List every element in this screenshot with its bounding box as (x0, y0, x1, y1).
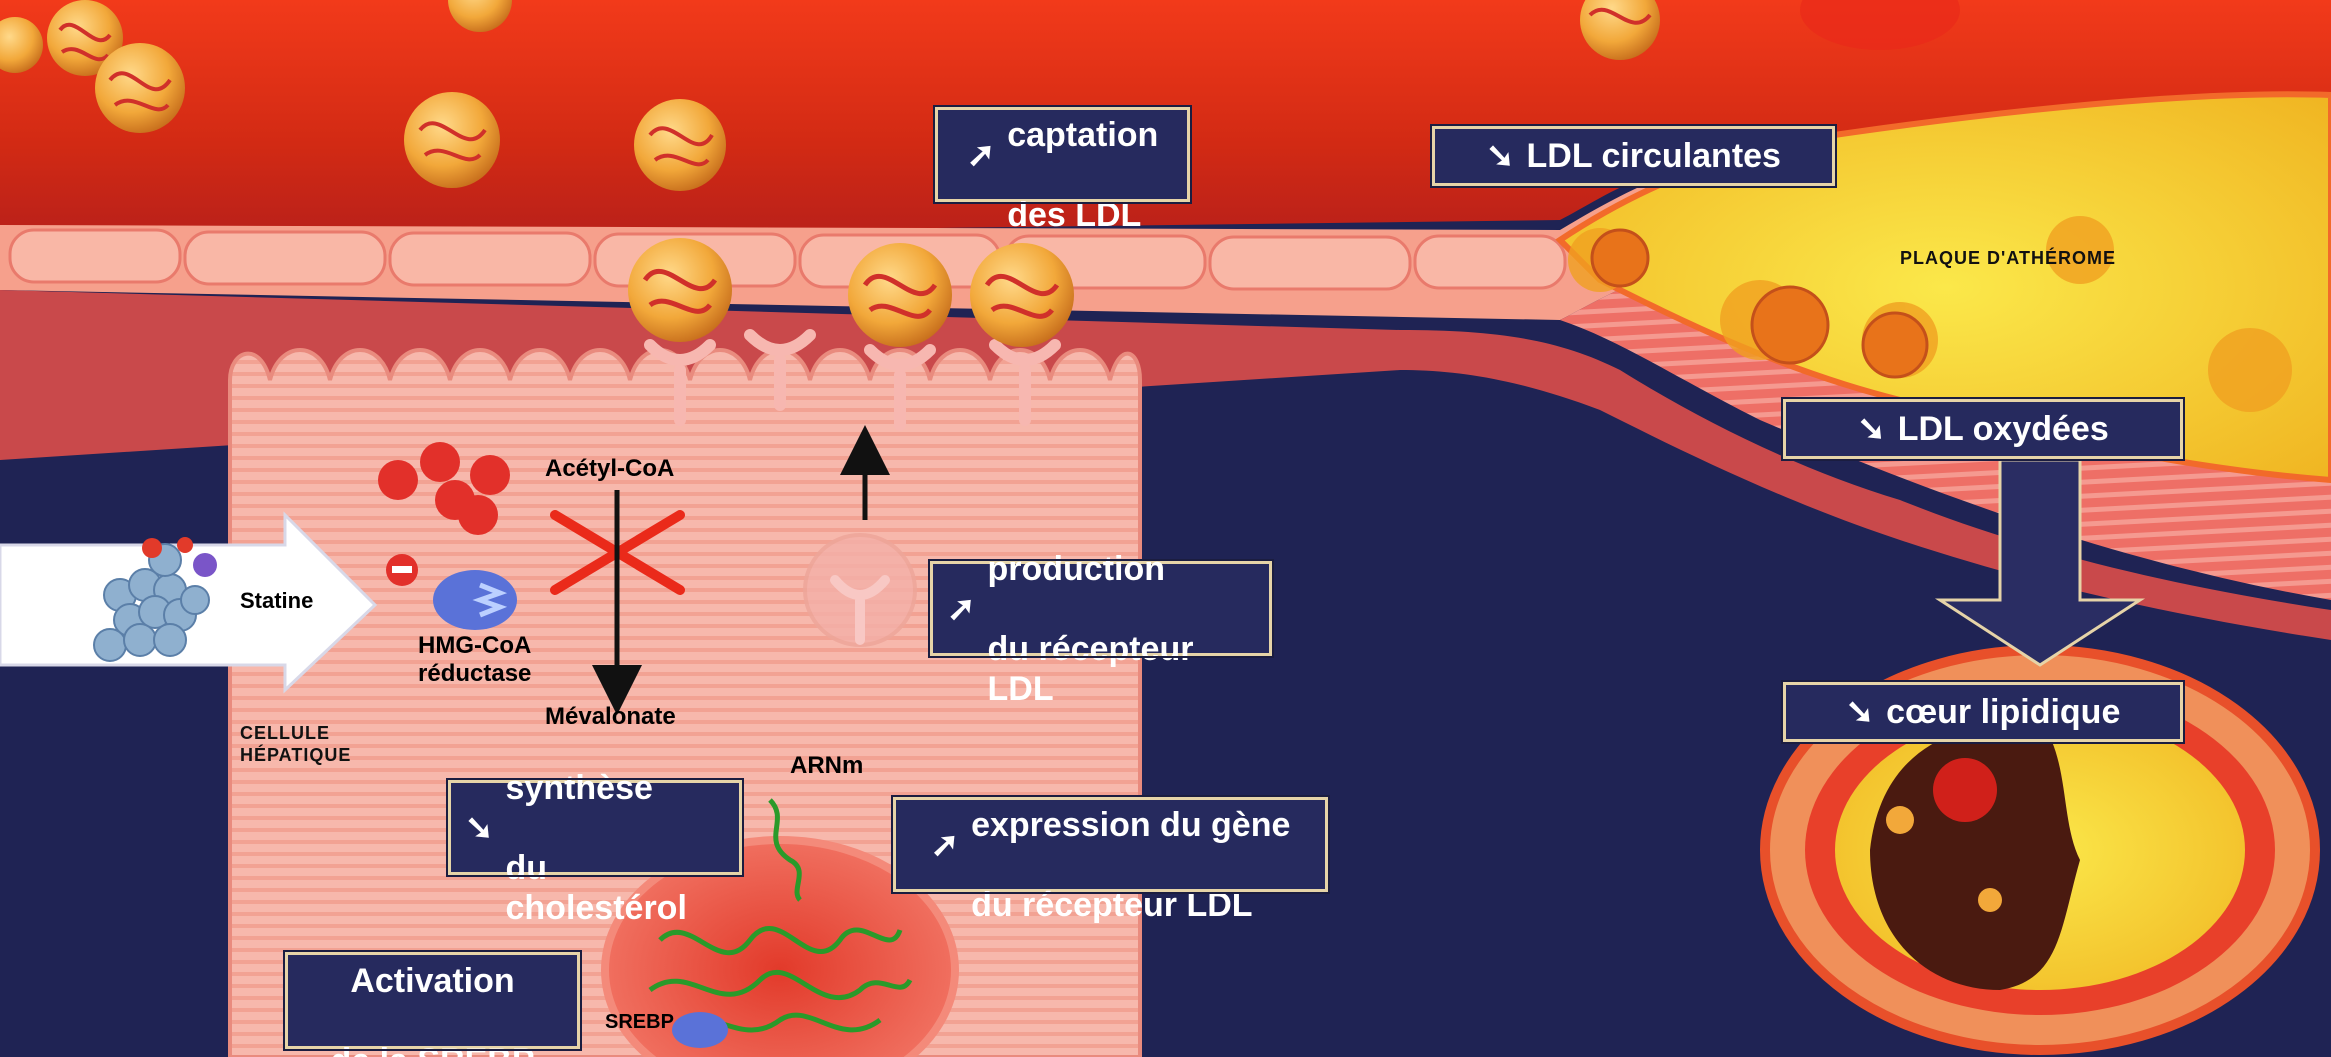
box-ldl-oxydees: ➘ LDL oxydées (1783, 399, 2183, 459)
box-captation: ➚ captation des LDL (935, 107, 1190, 202)
box-synthese: ➘ synthèse du cholestérol (448, 780, 742, 875)
box-synthese-line1: synthèse (506, 769, 653, 807)
arrow-down-right-icon: ➘ (465, 808, 494, 848)
box-activation-line1: Activation (350, 962, 514, 1000)
label-acetyl-coa: Acétyl-CoA (545, 455, 674, 483)
box-captation-line1: captation (1007, 116, 1158, 154)
box-coeur-lipidique: ➘ cœur lipidique (1783, 682, 2183, 742)
box-production-line1: production (988, 550, 1166, 588)
box-captation-line2: des LDL (1007, 196, 1141, 234)
box-expression-line2: du récepteur LDL (971, 886, 1252, 924)
box-production-line2: du récepteur LDL (988, 630, 1194, 708)
arrow-up-right-icon: ➚ (947, 589, 976, 629)
arrow-down-right-icon: ➘ (1846, 692, 1875, 732)
box-expression: ➚ expression du gène du récepteur LDL (893, 797, 1328, 892)
inhibitor-minus-icon (386, 554, 418, 586)
label-srebp: SREBP (605, 1008, 674, 1036)
label-cellule-hepatique: Cellule hépatique (240, 722, 351, 766)
box-synthese-line2: du cholestérol (506, 849, 687, 927)
box-production: ➚ production du récepteur LDL (930, 561, 1272, 656)
hmg-coa-enzyme-icon (433, 570, 517, 630)
box-coeur-lipidique-text: cœur lipidique (1886, 692, 2120, 732)
arrow-up-right-icon: ➚ (967, 135, 996, 175)
box-ldl-circulantes-text: LDL circulantes (1527, 136, 1781, 176)
label-hmg-coa: HMG-CoA réductase (418, 632, 531, 688)
arrow-down-right-icon: ➘ (1486, 136, 1515, 176)
receptor-vesicle (805, 535, 915, 645)
box-expression-line1: expression du gène (971, 806, 1290, 844)
label-plaque: Plaque d'athérome (1900, 247, 2116, 269)
box-activation-line2: de la SREBP (330, 1042, 534, 1057)
label-statine: Statine (240, 588, 313, 614)
box-ldl-circulantes: ➘ LDL circulantes (1432, 126, 1835, 186)
arrow-down-right-icon: ➘ (1857, 409, 1886, 449)
box-ldl-oxydees-text: LDL oxydées (1898, 409, 2109, 449)
label-arnm: ARNm (790, 752, 863, 780)
arrow-up-right-icon: ➚ (931, 825, 960, 865)
box-activation: Activation de la SREBP (285, 952, 580, 1049)
